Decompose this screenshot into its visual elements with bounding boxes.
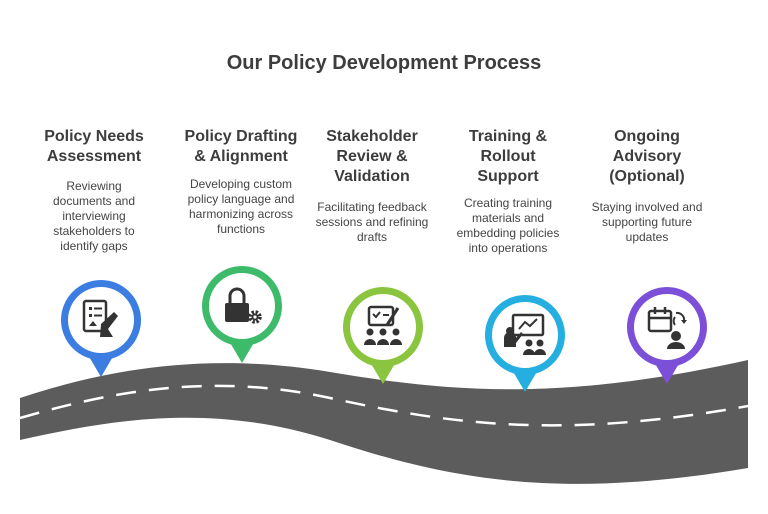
step-3-desc: Facilitating feedback sessions and refin…: [315, 200, 429, 244]
step-2-desc: Developing custom policy language and ha…: [187, 177, 295, 236]
presentation-icon: [504, 313, 546, 355]
step-4-desc: Creating training materials and embeddin…: [456, 196, 560, 255]
step-3-marker: [343, 287, 423, 384]
step-3-title: Stakeholder Review & Validation: [326, 128, 418, 185]
step-2-marker: [202, 266, 282, 363]
step-2-title: Policy Drafting & Alignment: [184, 128, 298, 165]
step-5-marker: [627, 287, 707, 384]
lock-gear-icon: [225, 287, 262, 324]
step-1-title: Policy Needs Assessment: [44, 128, 144, 165]
road: [20, 360, 748, 484]
step-4-marker: [485, 295, 565, 392]
document-hand-icon: [82, 299, 118, 337]
group-checklist-icon: [364, 305, 402, 345]
step-4-title: Training & Rollout Support: [468, 128, 548, 185]
calendar-support-icon: [647, 307, 687, 349]
step-5-title: Ongoing Advisory (Optional): [609, 128, 685, 185]
step-5-desc: Staying involved and supporting future u…: [591, 200, 703, 244]
page-title: Our Policy Development Process: [226, 52, 542, 74]
step-1-desc: Reviewing documents and interviewing sta…: [52, 179, 136, 253]
step-1-marker: [61, 280, 141, 377]
road-lane-markings: [19, 384, 749, 427]
